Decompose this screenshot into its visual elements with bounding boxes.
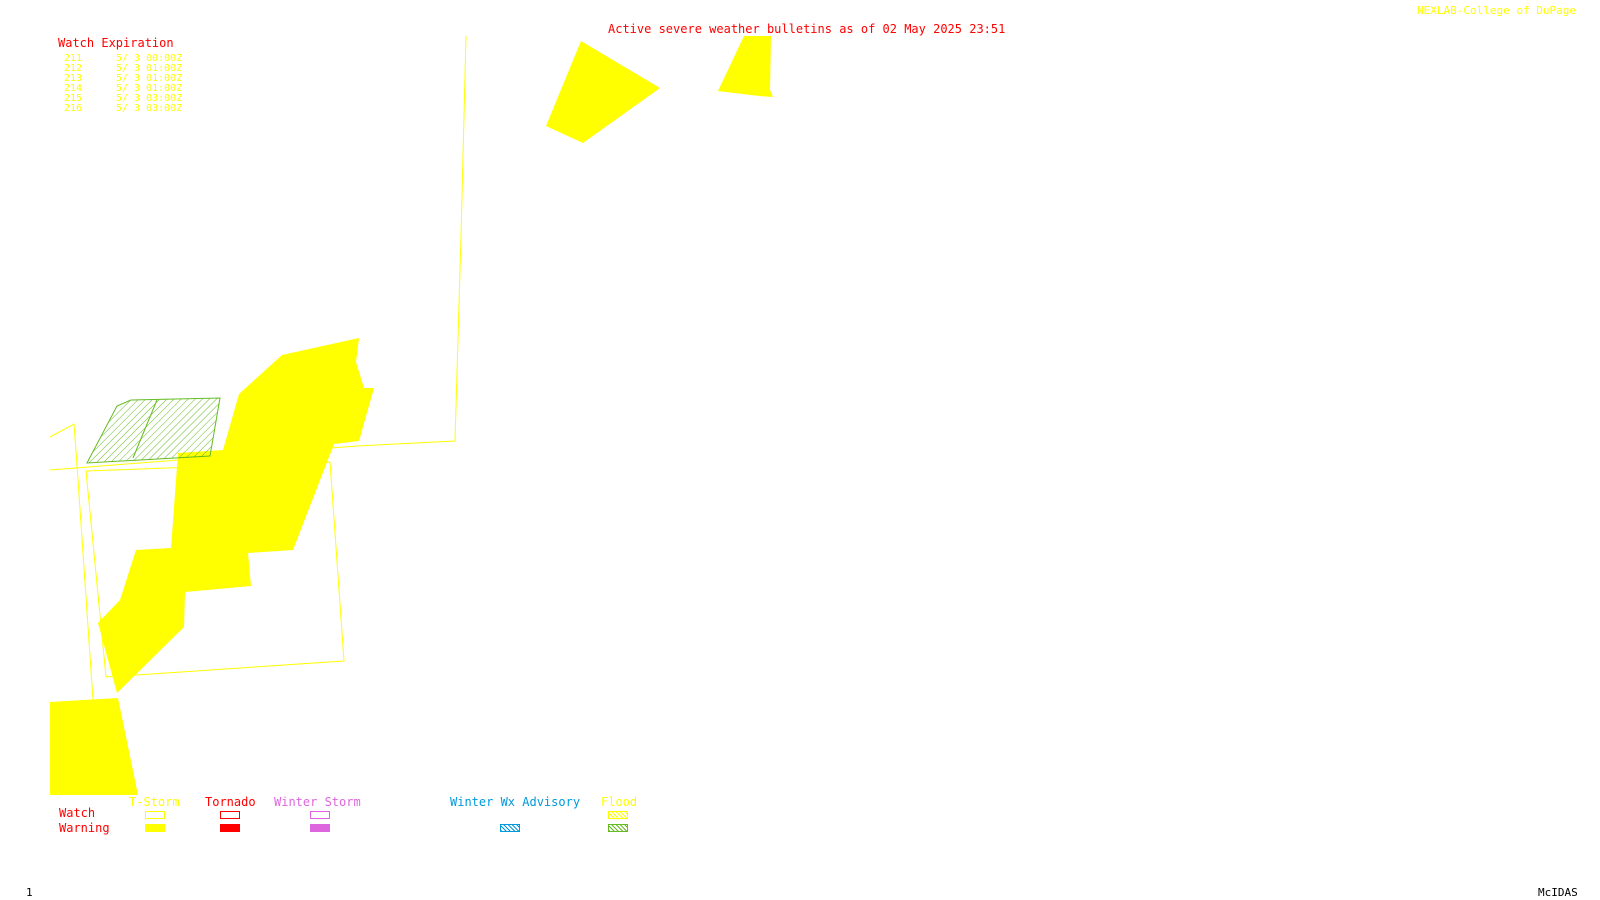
tstorm-warning-north-1 xyxy=(546,41,660,143)
watch-row: 211 5/ 3 00:00Z xyxy=(64,54,182,64)
flood-warning-divider xyxy=(132,399,158,459)
swatch-winter-storm-watch xyxy=(310,811,330,819)
watch-number: 211 xyxy=(64,53,83,64)
tstorm-warning-north-2 xyxy=(718,36,773,97)
watch-row: 215 5/ 3 03:00Z xyxy=(64,94,182,104)
legend-label-flood: Flood xyxy=(601,795,638,809)
swatch-winter-wx-advisory xyxy=(500,824,520,832)
watch-expires: 5/ 3 01:00Z xyxy=(116,73,183,84)
watch-number: 215 xyxy=(64,93,83,104)
swatch-tstorm-watch xyxy=(145,811,165,819)
frame-number: 1 xyxy=(26,886,33,899)
tstorm-warning-central xyxy=(98,338,374,693)
tstorm-watch-outline-west xyxy=(49,423,94,701)
watch-number: 212 xyxy=(64,63,83,74)
swatch-winter-storm-warning xyxy=(310,824,330,832)
legend-row-warning: Warning xyxy=(59,821,110,835)
watch-expires: 5/ 3 00:00Z xyxy=(116,53,183,64)
watch-row: 216 5/ 3 03:00Z xyxy=(64,104,182,114)
watch-number: 214 xyxy=(64,83,83,94)
credit-label: NEXLAB-College of DuPage xyxy=(1417,4,1576,17)
watch-row: 212 5/ 3 01:00Z xyxy=(64,64,182,74)
swatch-flood-watch xyxy=(608,811,628,819)
page-title: Active severe weather bulletins as of 02… xyxy=(608,22,1006,36)
watch-expiration-heading: Watch Expiration xyxy=(58,36,174,50)
watch-expires: 5/ 3 03:00Z xyxy=(116,93,183,104)
legend-label-winter-wx-advisory: Winter Wx Advisory xyxy=(450,795,581,809)
legend-label-tornado: Tornado xyxy=(205,795,256,809)
watch-expires: 5/ 3 03:00Z xyxy=(116,103,183,114)
legend-label-tstorm: T-Storm xyxy=(129,795,180,809)
watch-row: 214 5/ 3 01:00Z xyxy=(64,84,182,94)
tstorm-warning-south xyxy=(50,698,138,795)
flood-warning-area xyxy=(86,397,221,464)
software-label: McIDAS xyxy=(1538,886,1578,899)
swatch-tornado-watch xyxy=(220,811,240,819)
watch-number: 216 xyxy=(64,103,83,114)
watch-number: 213 xyxy=(64,73,83,84)
legend-row-watch: Watch xyxy=(59,806,96,820)
watch-expires: 5/ 3 01:00Z xyxy=(116,63,183,74)
swatch-tornado-warning xyxy=(220,824,240,832)
watch-row: 213 5/ 3 01:00Z xyxy=(64,74,182,84)
swatch-tstorm-warning xyxy=(145,824,165,832)
watch-expires: 5/ 3 01:00Z xyxy=(116,83,183,94)
legend-label-winter-storm: Winter Storm xyxy=(274,795,361,809)
swatch-flood-warning xyxy=(608,824,628,832)
